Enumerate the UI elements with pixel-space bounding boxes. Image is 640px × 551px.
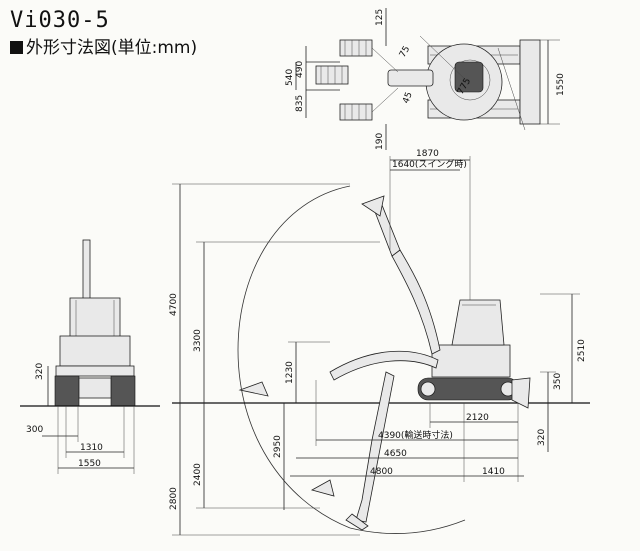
dim-side-2510: 2510 [577, 339, 587, 362]
dim-side-1410: 1410 [482, 467, 505, 477]
dim-top-190: 190 [375, 133, 385, 150]
bullet-square-icon [10, 41, 23, 54]
dim-side-2950: 2950 [273, 435, 283, 458]
dim-side-2800: 2800 [169, 487, 179, 510]
top-bucket-center [315, 65, 349, 85]
model-name: Vi030-5 [10, 8, 110, 33]
side-arm-dig [355, 371, 395, 523]
side-bucket-far [238, 381, 269, 397]
dim-top-75: 75 [398, 45, 412, 60]
dim-front-1310: 1310 [80, 443, 103, 453]
front-track-right [110, 375, 136, 407]
front-view: 320 300 1310 1550 [20, 239, 160, 474]
side-upper-body [431, 344, 511, 378]
dim-side-4650: 4650 [384, 449, 407, 459]
front-blade [55, 365, 135, 377]
reach-envelope [237, 185, 351, 529]
dim-top-490: 490 [295, 61, 305, 78]
top-bucket-lower [339, 103, 373, 121]
dim-side-4800: 4800 [370, 467, 393, 477]
front-cab [69, 297, 121, 339]
dim-side-1230: 1230 [285, 361, 295, 384]
dim-side-1870: 1870 [416, 149, 439, 159]
side-bucket-raised [361, 195, 385, 217]
dim-top-125: 125 [375, 9, 385, 26]
side-cab [451, 299, 505, 346]
side-bucket-dig [345, 513, 369, 531]
front-body [59, 335, 131, 367]
side-bucket-low [310, 479, 335, 497]
dim-front-300: 300 [26, 425, 43, 435]
dim-side-3300: 3300 [193, 329, 203, 352]
side-view: 1870 1640(スイング時) 4700 3300 1230 2950 240… [169, 149, 590, 536]
subtitle-text: 外形寸法図(単位:mm) [26, 38, 198, 58]
dim-front-320: 320 [35, 363, 45, 380]
side-boom-mid [329, 350, 439, 381]
dim-top-1550: 1550 [556, 73, 566, 96]
dim-side-2120: 2120 [466, 413, 489, 423]
side-blade [511, 377, 531, 409]
dim-top-540: 540 [285, 69, 295, 86]
dim-top-45: 45 [401, 91, 414, 105]
dim-side-4390: 4390(輸送時寸法) [378, 429, 453, 441]
dim-side-1640: 1640(スイング時) [392, 158, 467, 170]
dim-side-320: 320 [537, 429, 547, 446]
drawing-subtitle: 外形寸法図(単位:mm) [10, 33, 197, 58]
top-view: 125 490 540 835 190 1550 75 45 775 [285, 8, 566, 150]
dim-side-350: 350 [553, 373, 563, 390]
dim-top-835: 835 [295, 95, 305, 112]
top-bucket-upper [339, 39, 373, 57]
top-boom [387, 69, 434, 87]
top-dozer-blade [519, 39, 541, 125]
dim-front-1550: 1550 [78, 459, 101, 469]
dim-side-2400: 2400 [193, 463, 203, 486]
front-track-left [54, 375, 80, 407]
side-boom-raised [391, 249, 441, 355]
dim-side-4700: 4700 [169, 293, 179, 316]
